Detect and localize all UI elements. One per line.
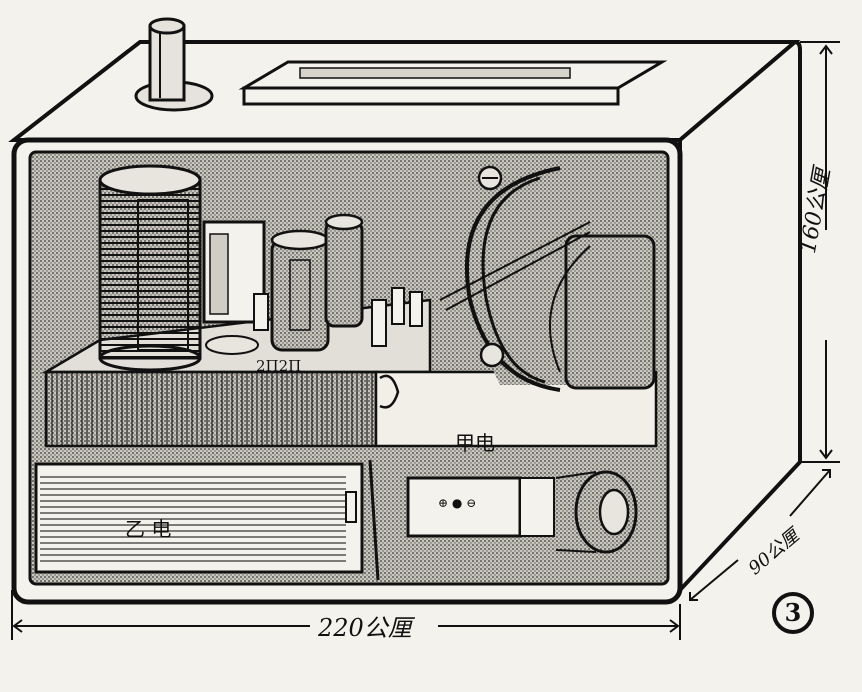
sockets [205,287,423,409]
chassis-front-hatch [44,370,378,448]
width-dimension-label: 220公厘 [318,614,412,642]
battery-b-label: 乙 电 [125,517,172,541]
switch-label: ⊕ ● ⊖ [438,496,477,510]
bottom-compartments [34,459,638,581]
dimension-lines [11,41,840,640]
vacuum-tubes [205,213,423,409]
tube-type-label: 2П2П [256,357,302,375]
tube-left [270,229,330,352]
aerial-post [134,17,214,112]
battery-a-label: 甲电 [455,431,495,455]
cabinet-side [678,39,802,596]
speaker [439,165,656,392]
coil [98,164,202,372]
volume-knob [555,470,638,554]
figure-number-badge: 3 [772,592,814,634]
tube-right [324,213,364,328]
top-handle [238,60,668,106]
